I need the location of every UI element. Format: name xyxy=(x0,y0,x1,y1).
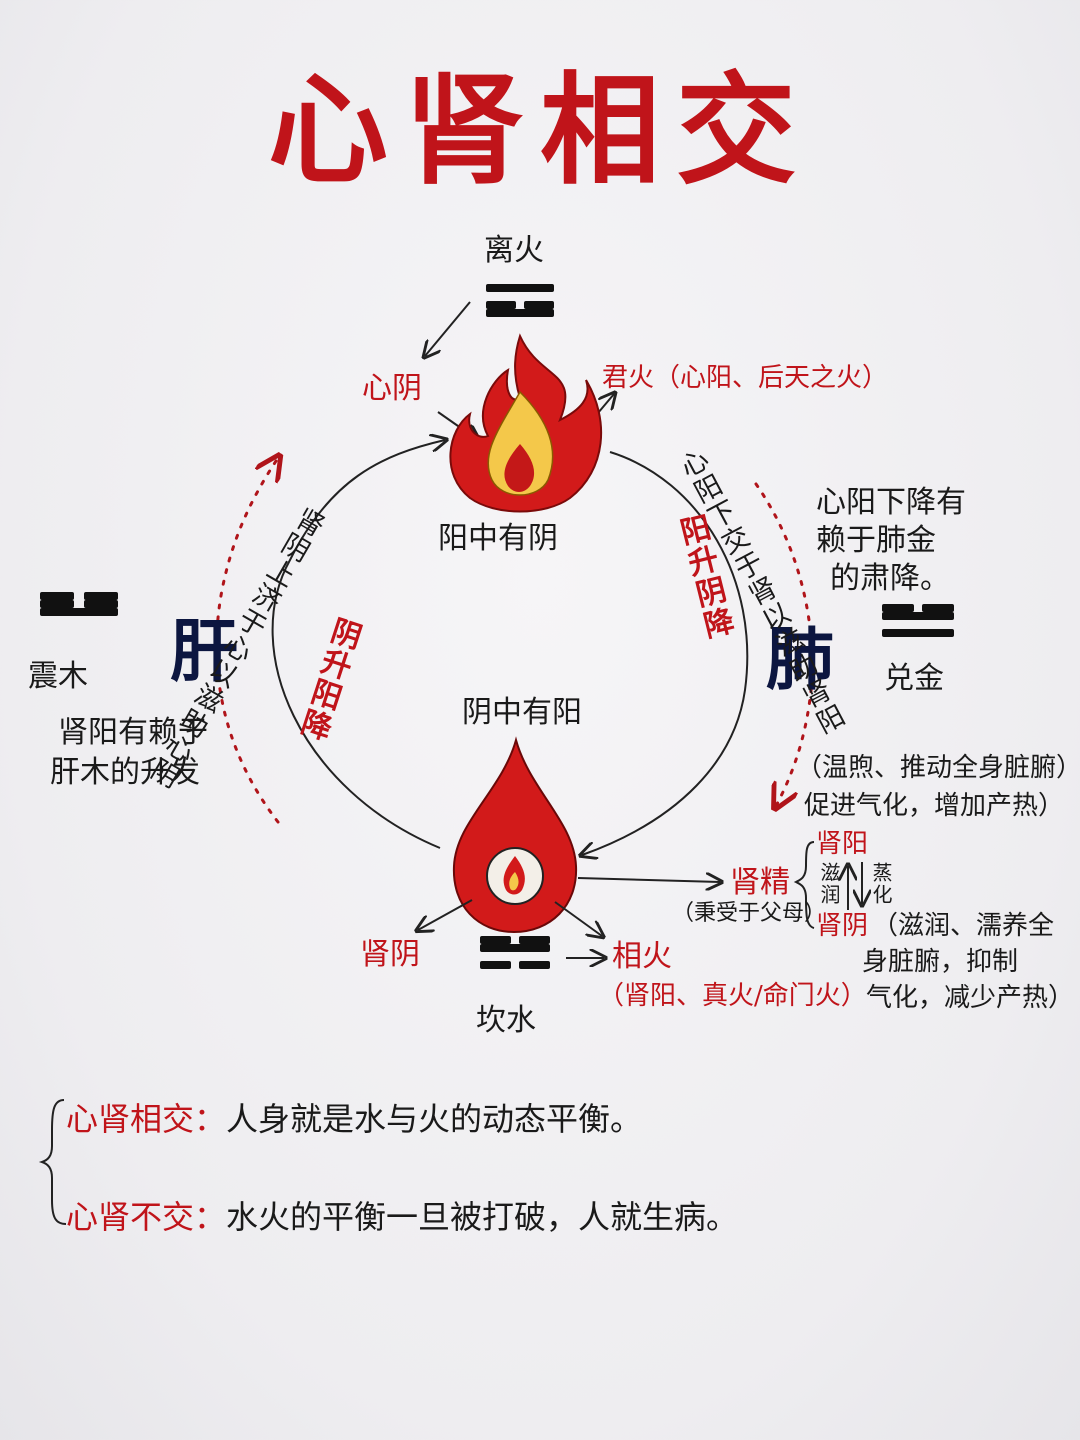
summary-text-1: 人身就是水与火的动态平衡。 xyxy=(226,1100,643,1138)
left-arc xyxy=(271,440,445,849)
right-arc xyxy=(582,451,749,855)
right-note-line3: 的肃降。 xyxy=(830,561,950,596)
xiang-huo-label: 相火 xyxy=(612,939,672,974)
left-note-line1: 肾阳有赖于 xyxy=(58,715,208,750)
essence-shen-yin: 肾阴 xyxy=(816,911,869,941)
li-trigram-icon xyxy=(486,284,554,326)
kan-shui-label: 坎水 xyxy=(476,1003,536,1038)
right-note-line1: 心阳下降有 xyxy=(816,485,966,520)
kidney-water-drop xyxy=(452,736,578,934)
jun-huo-label: 君火（心阳、后天之火） xyxy=(602,363,889,393)
liver-organ-label: 肝 xyxy=(170,612,239,692)
lung-organ-label: 肺 xyxy=(766,620,835,700)
xin-yin-label: 心阴 xyxy=(362,371,422,406)
page-title: 心肾相交 xyxy=(268,62,812,201)
yin-zhong-you-yang-label: 阴中有阳 xyxy=(462,695,582,730)
dui-jin-label: 兑金 xyxy=(884,661,944,696)
arrow-to-xin-yin xyxy=(425,301,471,356)
summary-brace xyxy=(38,1099,67,1225)
heart-fire-flame xyxy=(449,333,603,513)
right-effect-line2: 促进气化，增加产热） xyxy=(804,791,1065,821)
summary-row-2: 心肾不交：水火的平衡一旦被打破，人就生病。 xyxy=(66,1192,738,1238)
zhen-mu-label: 震木 xyxy=(28,659,88,694)
kan-trigram-icon xyxy=(480,936,550,969)
arrow-to-shen-yin xyxy=(418,899,473,930)
summary-term-2: 心肾不交： xyxy=(66,1198,227,1236)
li-huo-label: 离火 xyxy=(484,233,544,268)
zi-run-label: 滋润 xyxy=(817,862,841,906)
summary-row-1: 心肾相交：人身就是水与火的动态平衡。 xyxy=(66,1094,642,1140)
yang-zhong-you-yin-label: 阳中有阴 xyxy=(438,521,558,556)
zhen-trigram-icon xyxy=(40,592,118,625)
essence-bracket xyxy=(793,841,815,929)
arrow-to-shen-jing xyxy=(577,878,720,882)
shen-jing-source: （秉受于父母） xyxy=(672,901,827,926)
right-effect-line1: （温煦、推动全身脏腑） xyxy=(796,753,1080,783)
arrow-to-xiang-huo xyxy=(554,901,602,936)
left-red-dashed-arc xyxy=(215,458,278,824)
shen-yin-label: 肾阴 xyxy=(360,937,420,972)
zheng-hua-label: 蒸化 xyxy=(869,862,893,906)
left-note-line2: 肝木的升发 xyxy=(50,755,200,790)
yin-effect-line1: （滋润、濡养全 xyxy=(872,911,1055,941)
yin-effect-line3: 气化，减少产热） xyxy=(866,983,1075,1013)
dui-trigram-icon xyxy=(882,604,954,646)
yin-effect-line2: 身脏腑，抑制 xyxy=(862,947,1019,977)
right-note-line2: 赖于肺金 xyxy=(816,523,936,558)
summary-text-2: 水火的平衡一旦被打破，人就生病。 xyxy=(226,1198,739,1236)
shen-jing-label: 肾精 xyxy=(730,865,790,900)
essence-shen-yang: 肾阳 xyxy=(816,829,869,859)
xiang-huo-detail: （肾阳、真火/命门火） xyxy=(598,981,867,1011)
summary-term-1: 心肾相交： xyxy=(66,1100,227,1138)
